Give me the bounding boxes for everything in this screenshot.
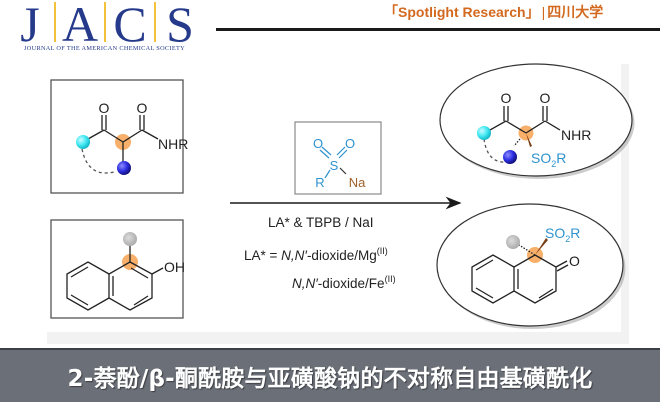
sulfonyl-group: SO2R (531, 150, 566, 169)
header-rule (216, 28, 660, 31)
spotlight-label: 「Spotlight Research」 (384, 4, 540, 20)
sulfonyl-r: R (556, 150, 566, 166)
catalyst-mg: -dioxide/Mg (307, 248, 377, 263)
ketone-oxygen: O (99, 100, 110, 116)
logo-letter-s: S (166, 0, 194, 52)
wedge-bond (526, 133, 532, 147)
header-separator: | (541, 4, 546, 20)
substrate-box (50, 79, 184, 194)
gray-substituent-ball (506, 235, 520, 249)
bonds (81, 115, 159, 174)
jacs-logo: J A C S JOURNAL OF THE AMERICAN CHEMICAL… (2, 0, 202, 60)
logo-separator (154, 2, 156, 42)
naphthol-bonds (66, 245, 164, 311)
blue-substituent-ball (117, 161, 131, 175)
jacs-letters: J A C S (6, 0, 204, 50)
reagent-bonds (319, 146, 348, 179)
blue-substituent-ball (503, 150, 517, 164)
substrate-naphthol: OH (50, 219, 185, 319)
logo-letter-j: J (20, 0, 40, 52)
ligand-label: N,N′ (292, 276, 318, 291)
logo-separator (104, 2, 106, 42)
conditions-line-1: LA* & TBPB / NaI (268, 215, 374, 230)
gray-substituent-ball (123, 232, 137, 246)
logo-separator (54, 2, 56, 42)
sulfinate-oxygen-1: O (313, 136, 323, 151)
wedge-bond (535, 238, 548, 255)
product-ellipse (439, 63, 633, 177)
sulfinate-sulfur: S (330, 158, 339, 173)
catalyst-fe: -dioxide/Fe (318, 276, 385, 291)
amide-nhr: NHR (561, 127, 591, 143)
title-banner: 2-萘酚/β-酮酰胺与亚磺酸钠的不对称自由基磺酰化 (0, 348, 660, 402)
ketone-oxygen: O (501, 90, 512, 106)
product-ellipse (436, 203, 624, 327)
sulfonyl-subscript: 2 (551, 159, 556, 169)
sulfonyl-so: SO (545, 225, 565, 241)
sodium-counterion: Na (349, 175, 366, 190)
sulfonyl-group: SO2R (545, 225, 580, 244)
la-definition-prefix: LA* = (244, 248, 281, 263)
reagent-box (294, 121, 382, 195)
sulfonyl-so: SO (531, 150, 551, 166)
hydroxyl-oh: OH (164, 259, 185, 275)
substrate-ketoamide: O O NHR (50, 79, 188, 194)
logo-letter-c: C (113, 0, 147, 52)
journal-subtitle: JOURNAL OF THE AMERICAN CHEMICAL SOCIETY (24, 45, 185, 52)
conditions-line-2: LA* = N,N′-dioxide/Mg(II) (244, 246, 388, 263)
header-tag: 「Spotlight Research」|四川大学 (384, 2, 603, 22)
product-sulfonylated-naphthalenone: SO2R O (436, 203, 626, 329)
amide-nhr: NHR (158, 136, 188, 152)
oxidation-state-fe: (II) (385, 274, 396, 284)
conditions-line-3: N,N′-dioxide/Fe(II) (292, 274, 396, 291)
carbonyl-oxygen: O (569, 253, 580, 269)
institution-label: 四川大学 (547, 4, 604, 20)
sulfonyl-r: R (570, 225, 580, 241)
oxidation-state-mg: (II) (377, 246, 388, 256)
logo-letter-a: A (61, 0, 99, 52)
sulfinate-oxygen-2: O (345, 136, 355, 151)
amide-oxygen: O (137, 100, 148, 116)
reagent-sodium-sulfinate: O O S R Na (294, 121, 382, 195)
s-na-bond (339, 167, 347, 175)
product-sulfonylated-ketoamide: O O NHR SO2R (439, 63, 635, 179)
amide-oxygen: O (540, 90, 551, 106)
cyan-substituent-ball (76, 135, 90, 149)
banner-title: 2-萘酚/β-酮酰胺与亚磺酸钠的不对称自由基磺酰化 (67, 366, 593, 392)
sulfinate-r-group: R (315, 175, 324, 190)
naphthalenone-bonds (471, 244, 569, 304)
sulfonyl-subscript: 2 (565, 234, 570, 244)
ligand-label: N,N′ (281, 248, 307, 263)
cyan-substituent-ball (477, 126, 491, 140)
